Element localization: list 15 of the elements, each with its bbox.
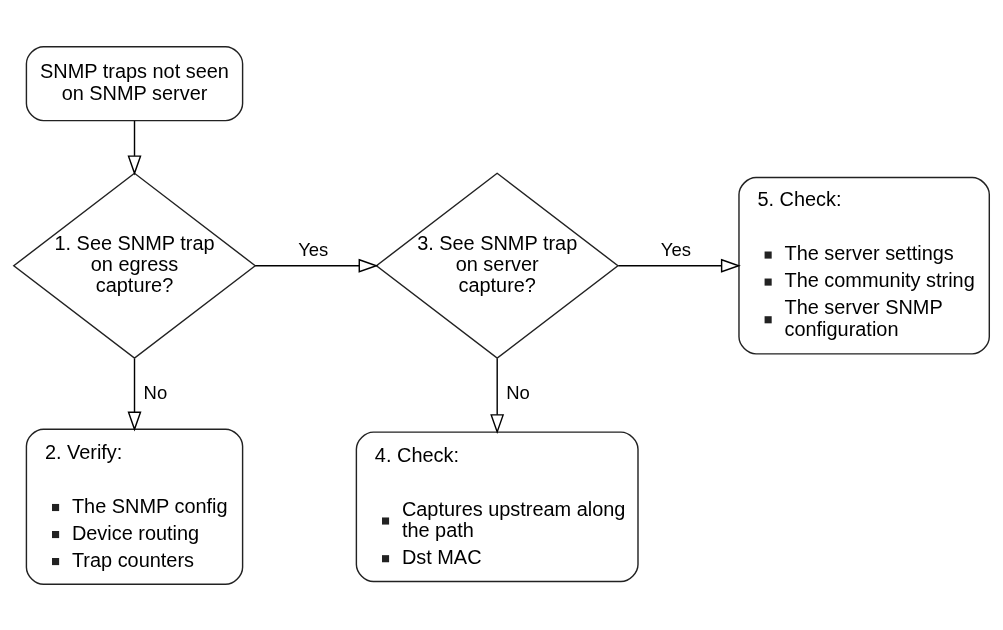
edge-label: Yes	[660, 238, 691, 260]
node-box: SNMP traps not seen on SNMP server	[25, 45, 244, 121]
edge-label: Yes	[298, 238, 329, 260]
node-box: 5. Check: The server settings The community string The server SNMP configuration	[738, 176, 990, 355]
arrow	[127, 357, 142, 431]
edge-label: No	[143, 381, 168, 403]
arrow	[127, 119, 142, 175]
arrow	[254, 258, 379, 273]
node-diamond: 1. See SNMP trap on egress capture?	[12, 171, 257, 359]
arrow	[490, 357, 505, 434]
node-box: 2. Verify: The SNMP config Device routing Trap counters	[25, 428, 244, 585]
edge-label: No	[506, 381, 530, 403]
arrow	[617, 258, 741, 273]
node-box: 4. Check: Captures upstream along the path Dst MAC	[355, 430, 639, 582]
node-diamond: 3. See SNMP trap on server capture?	[375, 171, 620, 359]
